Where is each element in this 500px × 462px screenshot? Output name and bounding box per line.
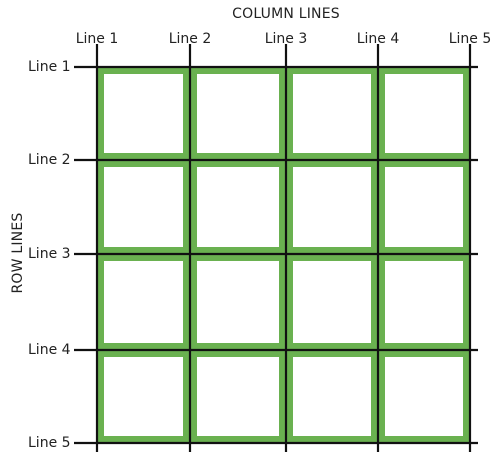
grid-cell [97, 160, 190, 254]
grid-cell [378, 254, 470, 350]
grid-cell [286, 67, 378, 160]
row-line-label-3: Line 3 [28, 246, 71, 262]
grid-cell [97, 254, 190, 350]
column-line-label-3: Line 3 [264, 31, 308, 47]
grid-cell [190, 350, 286, 443]
grid-cell [97, 350, 190, 443]
grid-cell [378, 67, 470, 160]
grid-cell [286, 160, 378, 254]
row-line-label-4: Line 4 [28, 342, 71, 358]
grid-cell [190, 160, 286, 254]
grid-cell [286, 254, 378, 350]
row-line-label-1: Line 1 [28, 59, 71, 75]
grid-cell [286, 350, 378, 443]
column-line-label-4: Line 4 [356, 31, 400, 47]
grid-cell [378, 160, 470, 254]
grid-cell [378, 350, 470, 443]
row-line-label-2: Line 2 [28, 152, 71, 168]
row-line-label-5: Line 5 [28, 435, 71, 451]
column-line-label-1: Line 1 [75, 31, 119, 47]
grid-cell [190, 67, 286, 160]
grid-cell [97, 67, 190, 160]
grid-cell [190, 254, 286, 350]
column-line-label-5: Line 5 [448, 31, 492, 47]
column-lines-title: COLUMN LINES [232, 6, 340, 22]
column-line-label-2: Line 2 [168, 31, 212, 47]
